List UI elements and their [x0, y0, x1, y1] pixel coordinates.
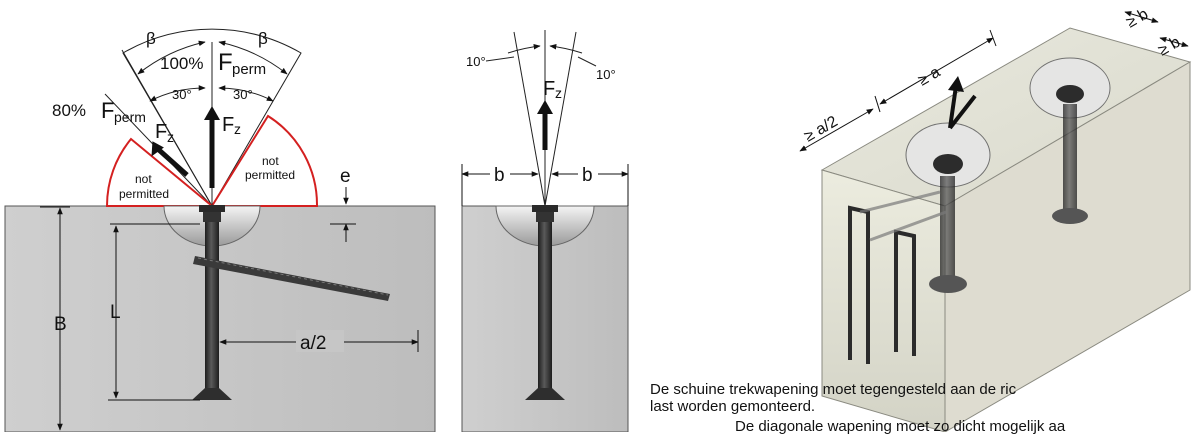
label-not-permitted-right-2: permitted	[245, 168, 295, 182]
anchor-iso-right	[1063, 104, 1077, 214]
isometric-block-view: ≥ a ≥ a/2 ≥ b ≥ b	[799, 6, 1192, 432]
label-z-sub-inclined: z	[167, 129, 174, 145]
label-30-left: 30°	[172, 87, 192, 102]
label-beta-left: β	[146, 29, 156, 48]
label-f-perm-main: F	[218, 49, 233, 76]
anchor-shaft-middle	[538, 222, 552, 398]
label-fz-mid: F	[543, 78, 555, 100]
label-z-sub-vertical: z	[234, 121, 241, 137]
caption-line-3: De diagonale wapening moet zo dicht moge…	[735, 418, 1066, 435]
label-L: L	[110, 302, 121, 323]
label-b-left: b	[494, 165, 505, 186]
label-10-right: 10°	[596, 67, 616, 82]
not-permitted-zone-right	[210, 114, 319, 207]
rebar-stirrup-iso	[848, 205, 916, 364]
caption-line-1: De schuine trekwapening moet tegengestel…	[650, 381, 1017, 398]
caption-line-2: last worden gemonteerd.	[650, 398, 816, 415]
label-10-left: 10°	[466, 54, 486, 69]
middle-section-view: 10° 10° F z b b	[461, 30, 629, 432]
anchor-shaft-left	[205, 222, 219, 398]
label-not-permitted-right-1: not	[262, 154, 279, 168]
label-fz-inclined: F	[155, 121, 167, 143]
label-f-perm-side: F	[101, 98, 114, 123]
label-100-percent: 100%	[160, 54, 203, 73]
inclined-rebar-left	[193, 256, 390, 301]
label-b-right: b	[582, 165, 593, 186]
label-iso-a-half: ≥ a/2	[802, 113, 841, 146]
label-B: B	[54, 314, 67, 335]
label-a-half: a/2	[300, 333, 326, 354]
label-not-permitted-left-2: permitted	[119, 187, 169, 201]
label-e: e	[340, 166, 351, 187]
label-z-sub-mid: z	[555, 85, 562, 101]
label-80-percent: 80%	[52, 101, 86, 120]
label-beta-right: β	[258, 29, 268, 48]
anchor-iso-left	[940, 176, 955, 280]
not-permitted-zone-left	[105, 137, 215, 207]
label-not-permitted-left-1: not	[135, 172, 152, 186]
fz-inclined-arrow	[157, 148, 189, 177]
left-section-view: β β 100% F perm 80% F perm 30° 30° F z F…	[4, 28, 436, 432]
label-iso-a: ≥ a	[916, 64, 944, 90]
label-perm-sub-main: perm	[232, 61, 266, 78]
label-fz-vertical: F	[222, 114, 234, 136]
label-iso-b1: ≥ b	[1124, 6, 1152, 32]
label-30-right: 30°	[233, 87, 253, 102]
label-perm-sub-side: perm	[114, 109, 146, 125]
block-side-face	[944, 61, 1191, 432]
